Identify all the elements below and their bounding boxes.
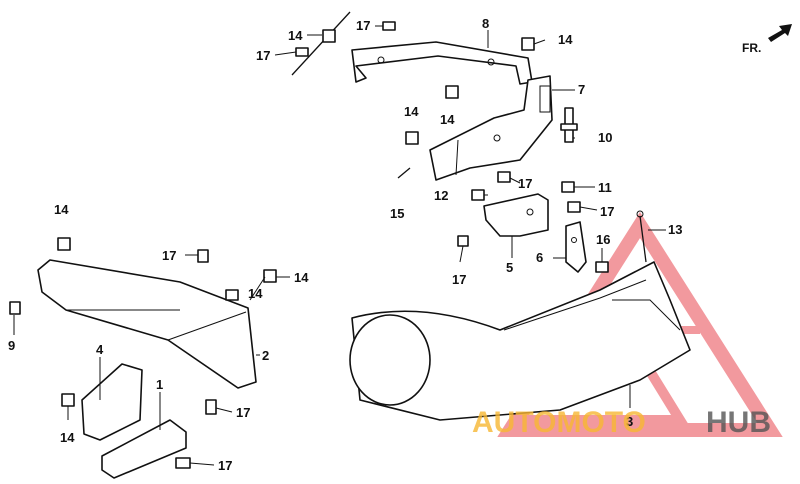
bolt-17f <box>197 249 209 263</box>
bolt-17d <box>567 201 581 213</box>
bolt-17e <box>457 235 469 247</box>
callout-14: 14 <box>288 28 303 43</box>
front-label: FR. <box>742 41 761 55</box>
callout-2: 2 <box>262 348 269 363</box>
callout-17: 17 <box>452 272 466 287</box>
nut-14b <box>521 37 535 51</box>
part-3-duct-shield <box>349 261 691 421</box>
watermark-text: AUTOMOTO HUB <box>472 406 771 439</box>
leader-lines <box>13 25 666 466</box>
bolt-17h <box>175 457 191 469</box>
part-8-upper-bracket <box>351 41 533 85</box>
part-6-bracket <box>565 221 587 273</box>
nut-14d <box>405 131 419 145</box>
bolt-17c <box>497 171 511 183</box>
bolt-9 <box>9 301 21 315</box>
bolt-17a <box>382 21 396 31</box>
callout-17: 17 <box>162 248 176 263</box>
callout-14: 14 <box>60 430 75 445</box>
callout-14: 14 <box>248 286 263 301</box>
callout-labels: 14 17 17 8 14 7 14 14 10 17 11 12 17 15 … <box>8 16 682 473</box>
bolt-16 <box>595 261 609 273</box>
callout-14: 14 <box>54 202 69 217</box>
callout-17: 17 <box>256 48 270 63</box>
callout-14: 14 <box>404 104 419 119</box>
part-13-rod <box>636 210 647 263</box>
nut-11 <box>561 181 575 193</box>
callout-7: 7 <box>578 82 585 97</box>
bolt-17g <box>205 399 217 415</box>
callout-5: 5 <box>506 260 513 275</box>
nut-14f <box>263 269 277 283</box>
callout-8: 8 <box>482 16 489 31</box>
bolt-17b <box>295 47 309 57</box>
callout-4: 4 <box>96 342 104 357</box>
callout-12: 12 <box>434 188 448 203</box>
nut-14c <box>445 85 459 99</box>
callout-6: 6 <box>536 250 543 265</box>
nut-14e <box>57 237 71 251</box>
part-10-stud-bolt <box>560 107 578 143</box>
callout-1: 1 <box>156 377 163 392</box>
callout-15: 15 <box>390 206 404 221</box>
callout-16: 16 <box>596 232 610 247</box>
arrow-right-icon <box>768 24 792 42</box>
callout-17: 17 <box>356 18 370 33</box>
callout-17: 17 <box>518 176 532 191</box>
callout-11: 11 <box>598 180 612 195</box>
nut-14g <box>225 289 239 301</box>
callout-17: 17 <box>236 405 250 420</box>
nut-14a <box>322 29 336 43</box>
callout-14: 14 <box>440 112 455 127</box>
part-7-mount-bracket <box>429 75 553 181</box>
callout-17: 17 <box>218 458 232 473</box>
callout-13: 13 <box>668 222 682 237</box>
bolt-12 <box>471 189 485 201</box>
divider-line <box>291 11 351 76</box>
part-4-plate <box>81 363 143 441</box>
part-1-plate <box>101 419 187 479</box>
watermark-part2: HUB <box>706 406 771 439</box>
part-5-bracket <box>483 193 549 237</box>
nut-14h <box>61 393 75 407</box>
callout-9: 9 <box>8 338 15 353</box>
callout-14: 14 <box>558 32 573 47</box>
watermark-part1: AUTOMOTO <box>472 406 646 439</box>
part-2-lower-shield <box>37 259 257 389</box>
callout-10: 10 <box>598 130 612 145</box>
clip-15 <box>397 167 411 179</box>
callout-14: 14 <box>294 270 309 285</box>
front-direction-indicator: FR. <box>742 24 792 55</box>
callout-3: 3 <box>626 414 633 429</box>
callout-17: 17 <box>600 204 614 219</box>
